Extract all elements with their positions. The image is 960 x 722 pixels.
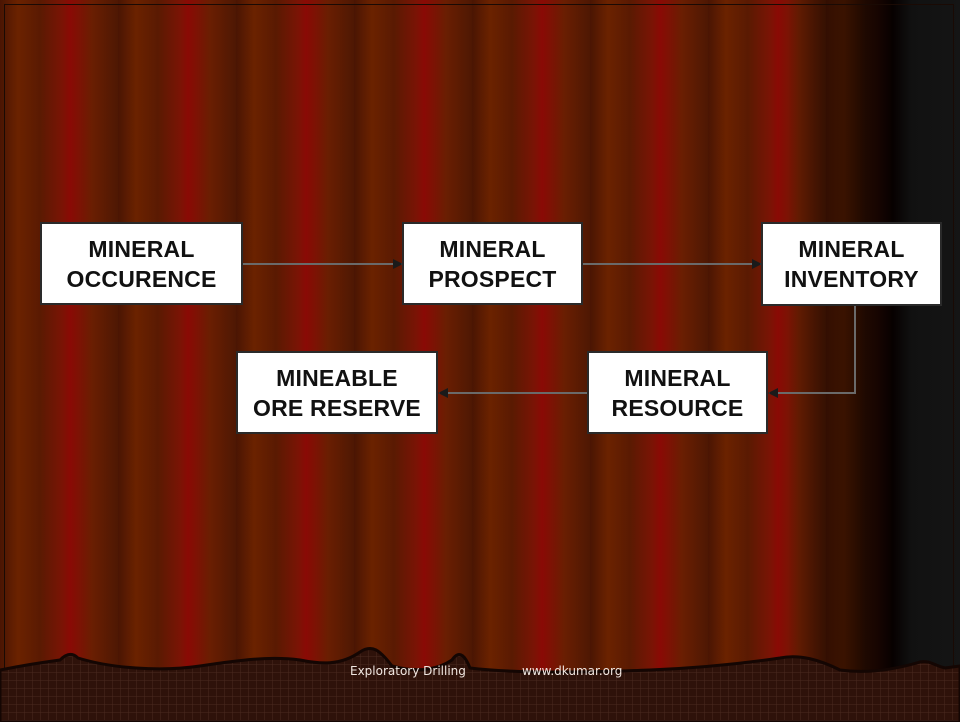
box-line: RESOURCE bbox=[611, 394, 744, 421]
mineral-occurence-box: MINERAL OCCURENCE bbox=[40, 222, 243, 305]
mineral-resource-box: MINERAL RESOURCE bbox=[587, 351, 768, 434]
box-line: ORE RESERVE bbox=[253, 394, 421, 421]
footer-website: www.dkumar.org bbox=[522, 664, 623, 678]
box-line: INVENTORY bbox=[784, 266, 919, 292]
box-line: MINERAL bbox=[88, 235, 195, 262]
mineral-inventory-box: MINERAL INVENTORY bbox=[761, 222, 942, 306]
mineable-ore-reserve-box: MINEABLE ORE RESERVE bbox=[236, 351, 438, 434]
mineral-prospect-box: MINERAL PROSPECT bbox=[402, 222, 583, 305]
box-line: MINERAL bbox=[439, 235, 546, 262]
box-line: MINEABLE bbox=[276, 364, 398, 391]
box-line: PROSPECT bbox=[428, 265, 557, 292]
footer-title: Exploratory Drilling bbox=[350, 664, 466, 678]
arrow-inventory-to-resource bbox=[768, 306, 856, 398]
curtain-hem-ground bbox=[0, 647, 960, 722]
box-line: MINERAL bbox=[798, 236, 905, 262]
box-line: OCCURENCE bbox=[66, 265, 217, 292]
box-line: MINERAL bbox=[624, 364, 731, 391]
